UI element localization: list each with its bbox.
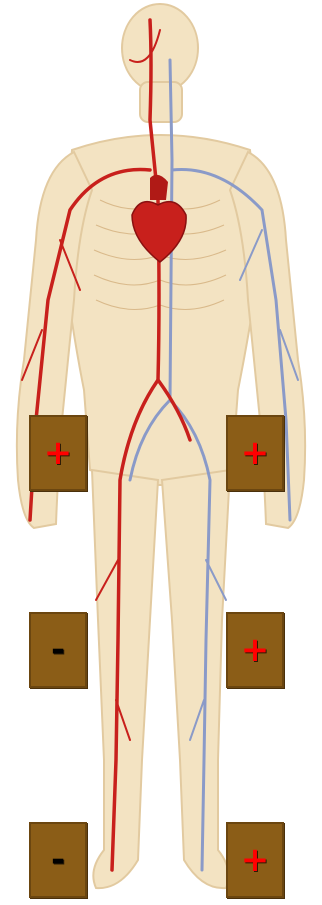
plus-sign: + [241, 843, 270, 877]
plus-sign: + [44, 436, 73, 470]
plus-sign: + [241, 633, 270, 667]
minus-sign: - [51, 843, 65, 877]
right-foot-plus-tile[interactable]: + [226, 822, 284, 898]
plus-sign: + [241, 436, 270, 470]
left-foot-minus-tile[interactable]: - [29, 822, 87, 898]
right-knee-plus-tile[interactable]: + [226, 612, 284, 688]
left-hand-plus-tile[interactable]: + [29, 415, 87, 491]
left-knee-minus-tile[interactable]: - [29, 612, 87, 688]
minus-sign: - [51, 633, 65, 667]
right-hand-plus-tile[interactable]: + [226, 415, 284, 491]
